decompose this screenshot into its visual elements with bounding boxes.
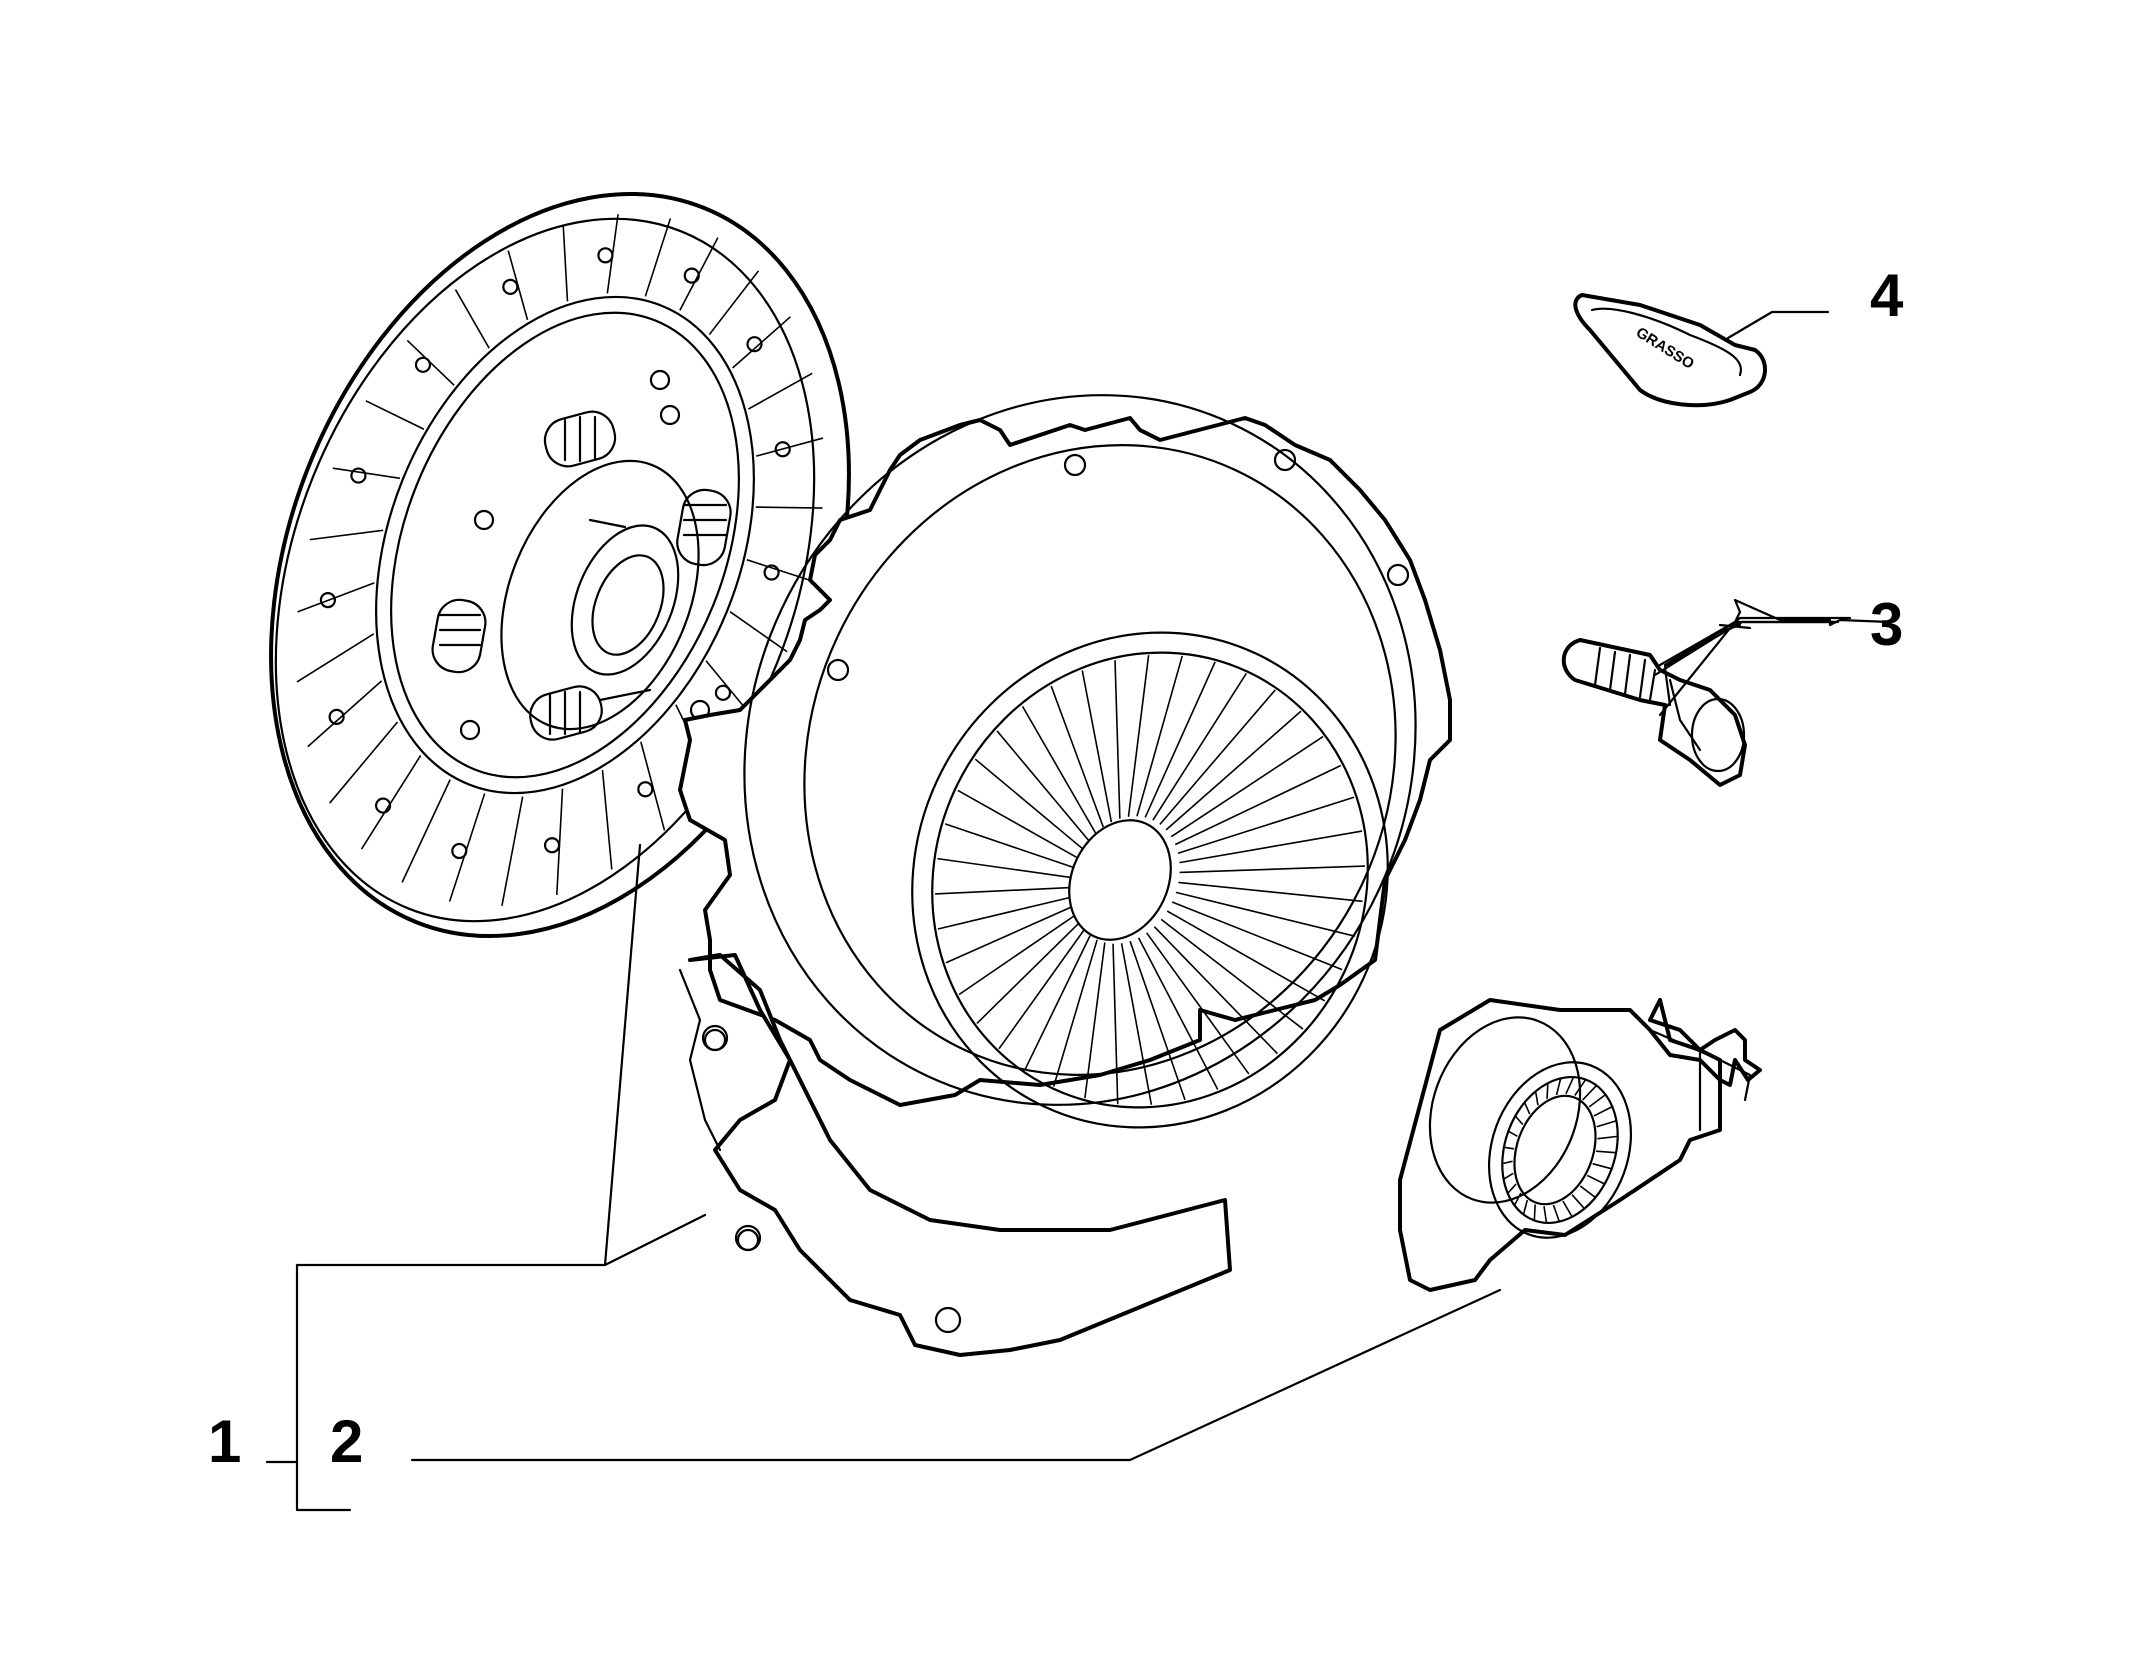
bolt-icon[interactable] — [1561, 638, 1747, 787]
callout-3: 3 — [1870, 591, 1903, 658]
callout-2: 2 — [330, 1408, 363, 1475]
release-bearing-icon[interactable] — [1398, 996, 1762, 1292]
callout-4: 4 — [1870, 262, 1904, 329]
grease-packet-icon[interactable]: GRASSO — [1573, 293, 1767, 408]
callout-1: 1 — [208, 1408, 241, 1475]
pressure-plate-icon[interactable] — [629, 284, 1531, 1357]
leader-lines — [265, 310, 1892, 1512]
